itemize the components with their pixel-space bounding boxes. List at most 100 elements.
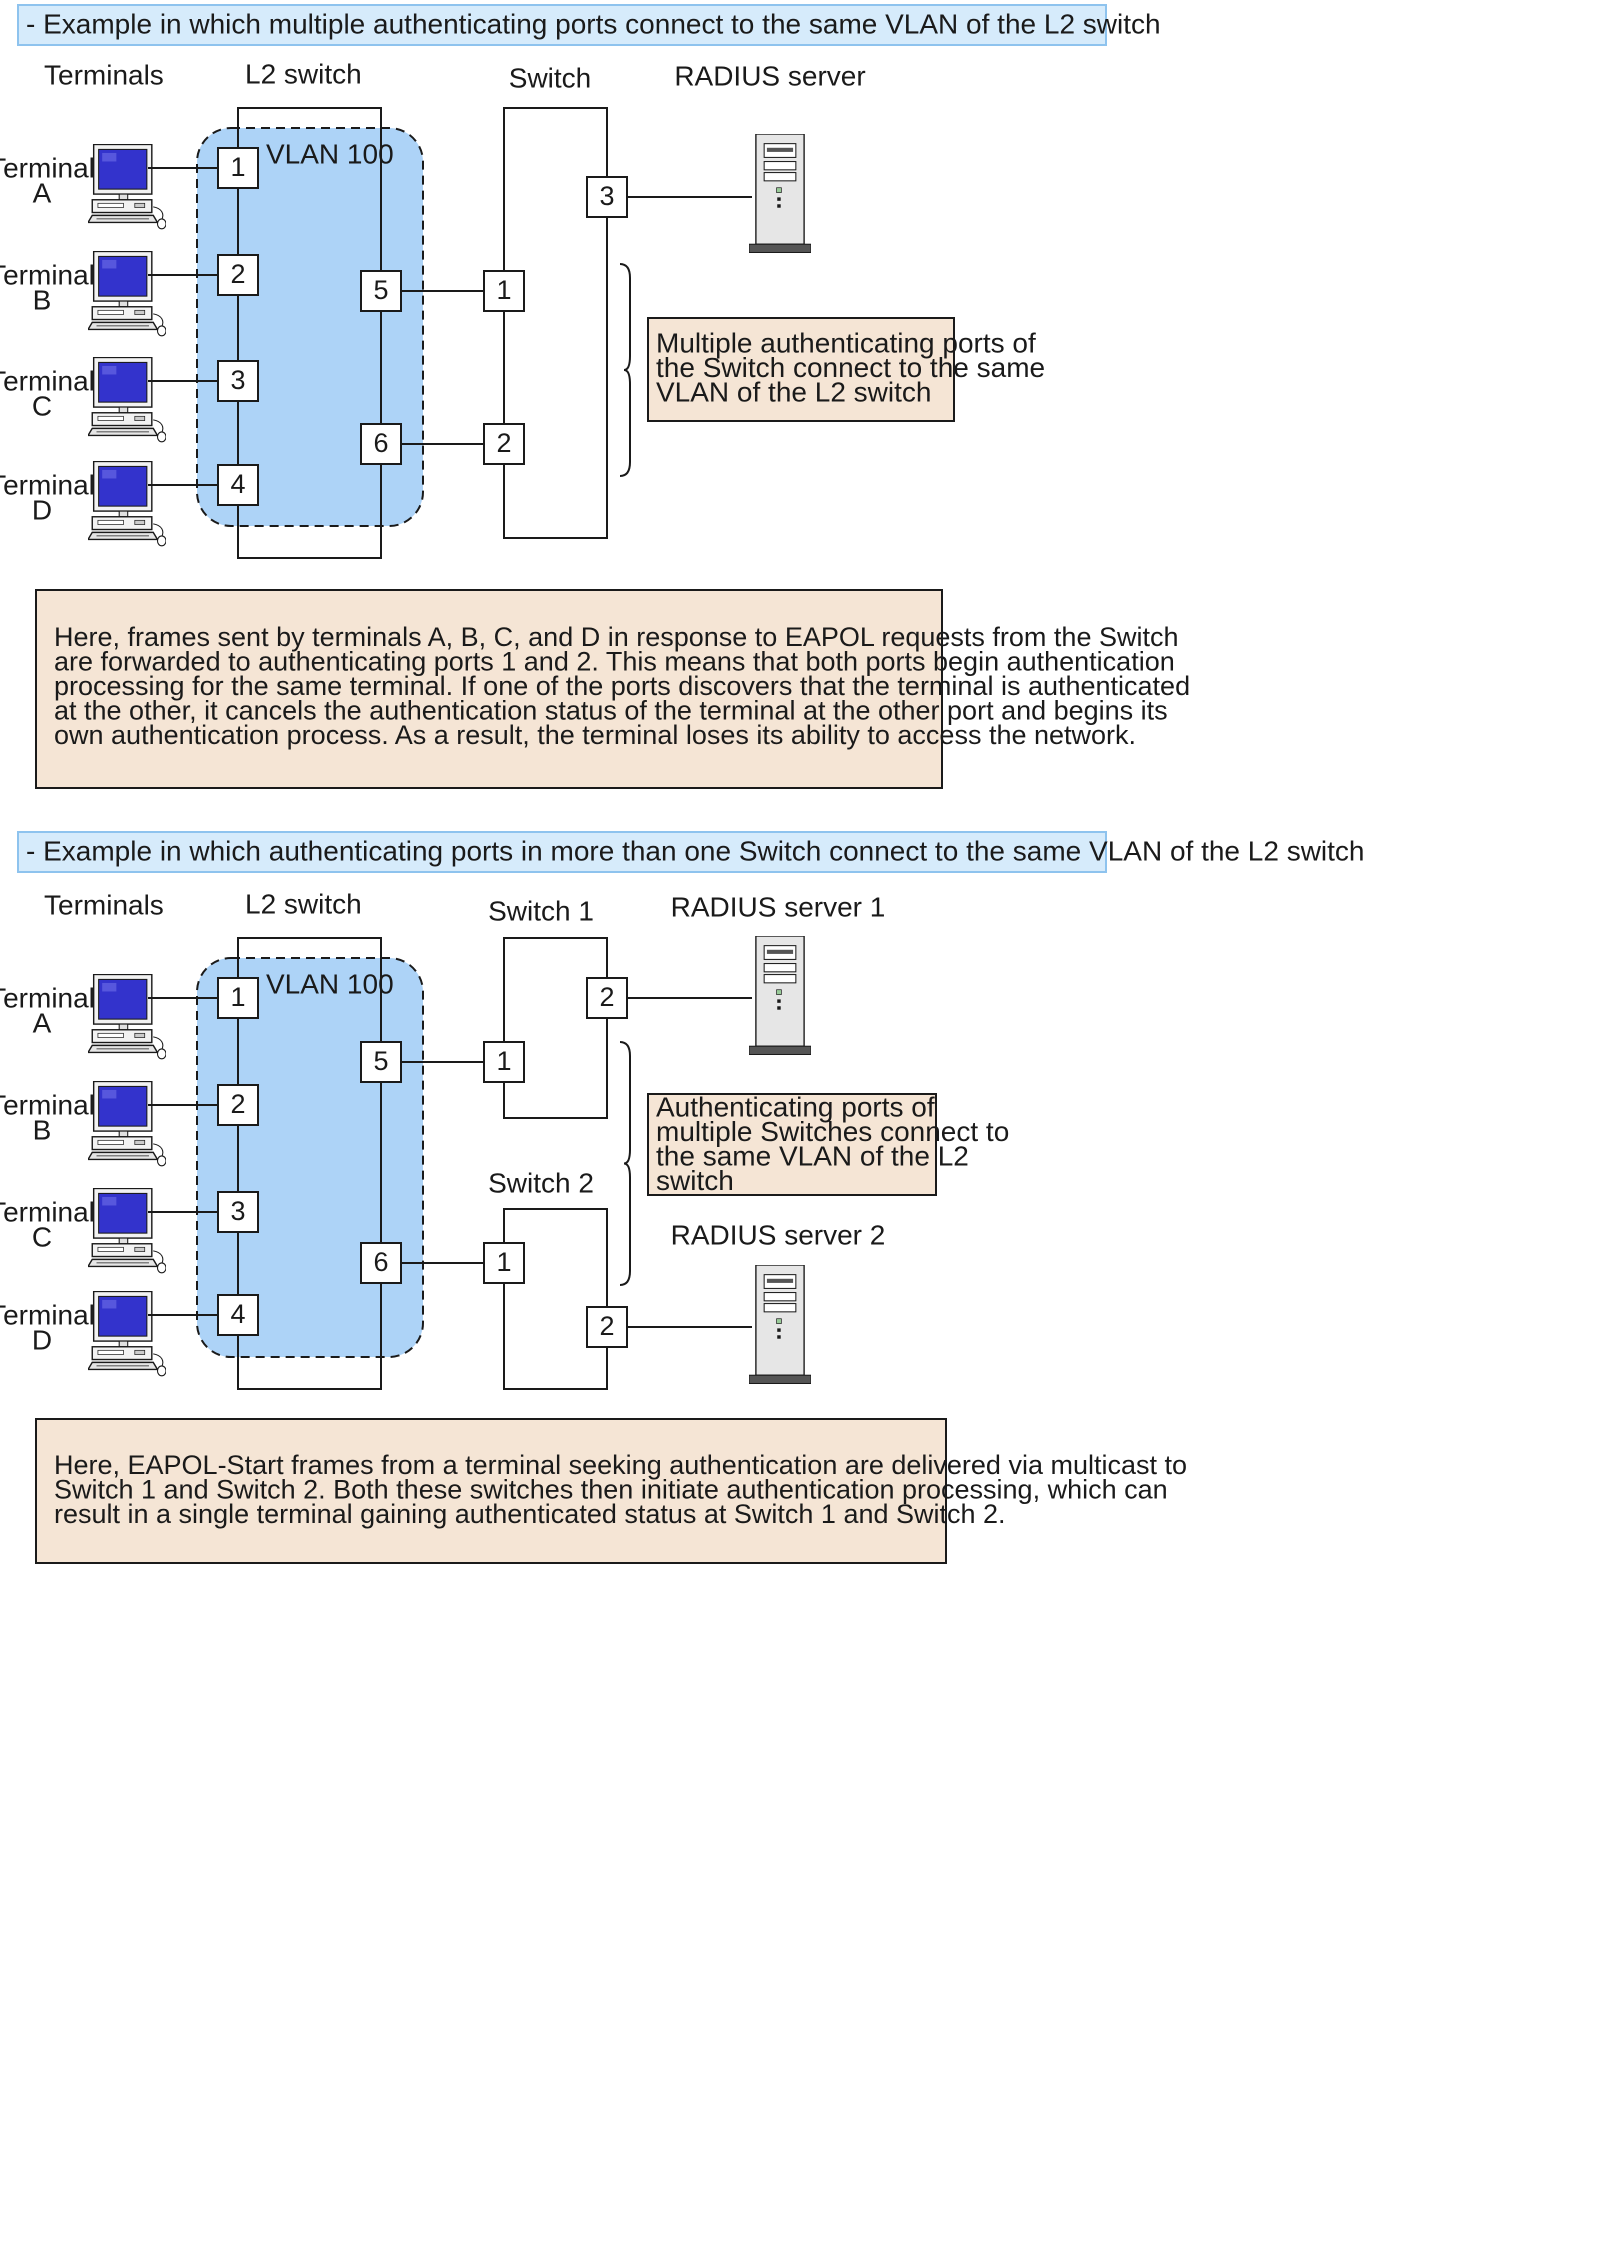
s1-terminal-pc-icon [88,251,166,337]
s2-note-box [35,1418,947,1564]
s2-switch2-label: Switch 2 [488,1167,594,1198]
s2-terminal-letter: C [32,1221,52,1252]
s2-brace [619,1041,631,1286]
s1-radius-label: RADIUS server [674,60,865,91]
s1-l2-port-2-label: 2 [230,259,245,289]
s1-switch-port-3-label: 3 [599,181,614,211]
s1-l2-port-3-box [217,360,259,402]
s1-callout-box [647,317,955,422]
s2-banner-box [17,831,1107,873]
s2-l2-port-4-box [217,1294,259,1336]
s1-note-line: processing for the same terminal. If one… [54,671,1190,701]
s1-switch-port-1-label: 1 [496,275,511,305]
s2-callout-line: Authenticating ports of [656,1091,935,1122]
s2-switch1-frame [503,937,608,1119]
s1-banner-box [17,4,1107,46]
s1-terminals-label: Terminals [44,59,164,90]
s2-terminals-label: Terminals [44,889,164,920]
s1-terminal-label: Terminal [0,152,95,183]
s2-terminal-pc-icon [88,1291,166,1377]
s2-callout-box [647,1093,937,1196]
s2-switch2-port-2-label: 2 [599,1311,614,1341]
s1-l2-label: L2 switch [245,58,362,89]
s2-radius1-server-icon [749,936,811,1056]
s2-l2-port-3-label: 3 [230,1196,245,1226]
s2-l2-port-2-label: 2 [230,1089,245,1119]
s1-l2-port-4-box [217,464,259,506]
s2-callout-line: multiple Switches connect to [656,1116,1009,1147]
s1-terminal-letter: A [33,177,52,208]
s2-terminal-label: Terminal [0,1089,95,1120]
s1-terminal-label: Terminal [0,365,95,396]
s2-terminal-label: Terminal [0,982,95,1013]
s1-banner-text: - Example in which multiple authenticati… [26,8,1161,39]
s2-l2-uplink-5-label: 5 [373,1046,388,1076]
s2-l2-port-4-label: 4 [230,1299,245,1329]
s1-l2-port-2-box [217,254,259,296]
s2-l2-uplink-6-label: 6 [373,1247,388,1277]
s1-callout-line: the Switch connect to the same [656,352,1045,383]
s1-note-line: are forwarded to authenticating ports 1 … [54,647,1175,677]
s2-l2-port-1-label: 1 [230,982,245,1012]
s1-note-line: Here, frames sent by terminals A, B, C, … [54,622,1178,652]
s2-switch1-port-2-label: 2 [599,982,614,1012]
s2-vlan-label: VLAN 100 [266,968,394,999]
s2-l2-uplink-5-box [360,1041,402,1083]
s1-terminal-letter: B [33,284,52,315]
s1-terminal-label: Terminal [0,469,95,500]
s1-switch-port-2-label: 2 [496,428,511,458]
s2-l2-label: L2 switch [245,888,362,919]
s2-radius2-server-icon [749,1265,811,1385]
s2-banner-text: - Example in which authenticating ports … [26,835,1365,866]
s1-switch-label: Switch [509,62,591,93]
s2-switch1-port-1-box [483,1041,525,1083]
s1-terminal-label: Terminal [0,259,95,290]
s1-terminal-letter: D [32,494,52,525]
s1-terminal-pc-icon [88,461,166,547]
s2-terminal-letter: D [32,1324,52,1355]
s2-switch1-label: Switch 1 [488,895,594,926]
s1-note-line: at the other, it cancels the authenticat… [54,696,1168,726]
s2-switch1-port-1-label: 1 [496,1046,511,1076]
s1-brace [619,263,631,477]
s1-callout-line: VLAN of the L2 switch [656,376,931,407]
s2-terminal-label: Terminal [0,1299,95,1330]
s2-radius1-label: RADIUS server 1 [671,891,886,922]
s1-terminal-pc-icon [88,357,166,443]
s2-l2-port-1-box [217,977,259,1019]
s2-note-line: result in a single terminal gaining auth… [54,1499,1006,1529]
s2-terminal-letter: A [33,1007,52,1038]
s1-l2-port-1-label: 1 [230,152,245,182]
s2-l2-port-2-box [217,1084,259,1126]
s2-terminal-pc-icon [88,1081,166,1167]
s1-terminal-letter: C [32,390,52,421]
s1-vlan-label: VLAN 100 [266,138,394,169]
s1-note-line: own authentication process. As a result,… [54,720,1136,750]
s1-switch-port-1-box [483,270,525,312]
s1-l2-port-4-label: 4 [230,469,245,499]
s2-l2-port-3-box [217,1191,259,1233]
s2-switch2-frame [503,1208,608,1390]
s1-switch-frame [503,107,608,539]
s1-callout-line: Multiple authenticating ports of [656,327,1036,358]
s2-callout-line: switch [656,1165,734,1196]
s1-l2-uplink-6-label: 6 [373,428,388,458]
s1-radius-server-icon [749,134,811,254]
s2-radius2-label: RADIUS server 2 [671,1219,886,1250]
s2-terminal-pc-icon [88,974,166,1060]
s1-note-box [35,589,943,789]
s1-l2-uplink-5-label: 5 [373,275,388,305]
s2-terminal-letter: B [33,1114,52,1145]
s2-terminal-label: Terminal [0,1196,95,1227]
s2-note-line: Switch 1 and Switch 2. Both these switch… [54,1475,1168,1505]
s2-switch2-port-1-label: 1 [496,1247,511,1277]
s1-l2-port-1-box [217,147,259,189]
s1-switch-port-2-box [483,423,525,465]
s2-callout-line: the same VLAN of the L2 [656,1140,969,1171]
s1-l2-port-3-label: 3 [230,365,245,395]
s1-l2-uplink-6-box [360,423,402,465]
s2-terminal-pc-icon [88,1188,166,1274]
s1-terminal-pc-icon [88,144,166,230]
s2-note-line: Here, EAPOL-Start frames from a terminal… [54,1450,1187,1480]
